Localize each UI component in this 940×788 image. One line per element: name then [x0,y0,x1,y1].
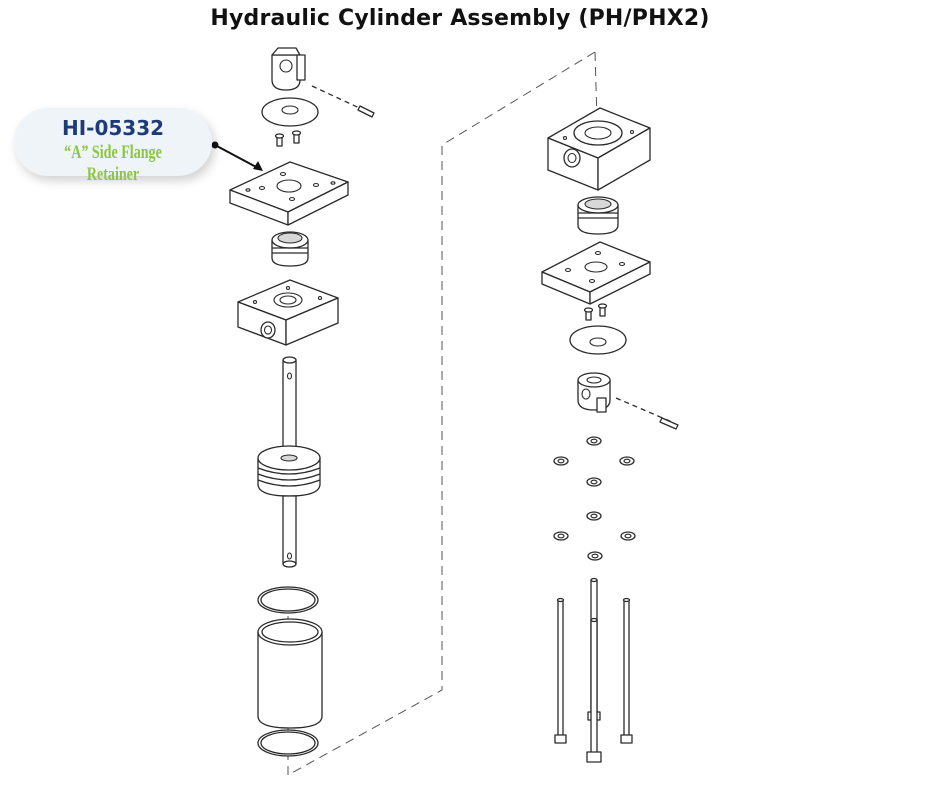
washer-1 [586,511,602,521]
part-callout-box: HI-05332 “A” Side Flange Retainer [14,108,212,185]
nut-3 [619,456,635,466]
callout-part-name: “A” Side Flange Retainer [64,142,162,185]
round-plate-left [261,97,319,127]
head-block-left [237,279,339,346]
piston-rod-upper-left [282,356,297,451]
washer-2 [553,531,569,541]
tie-rod-right [620,597,633,744]
callout-leader-arrow [211,141,263,171]
clevis-pin-left [311,85,375,118]
washer-4 [587,551,603,561]
clevis-pin-right [615,397,679,430]
clevis-top-left [271,47,306,91]
diagram-title: Hydraulic Cylinder Assembly (PH/PHX2) [210,6,710,31]
cylinder-barrel-left [257,618,323,729]
o-ring-upper-left [257,586,319,614]
tie-rod-center-front [586,617,602,763]
nut-1 [586,436,602,446]
callout-part-number: HI-05332 [61,116,165,140]
gland-seal-right [577,196,619,235]
piston-rod-lower-left [282,495,297,568]
round-plate-right [569,325,627,355]
flange-retainer-plate-left [229,161,349,226]
washer-3 [620,531,636,541]
clevis-bottom-right [577,372,611,413]
piston-left [257,445,321,497]
nut-4 [586,477,602,487]
cap-block-right [547,107,651,191]
tie-rod-left [554,597,567,744]
flange-plate-right [541,241,651,305]
assembly-dashed-path [287,51,596,776]
screws-right [583,303,608,321]
o-ring-lower-left [257,729,319,757]
screws-left [274,130,302,147]
gland-seal-left [271,231,309,267]
nut-2 [553,456,569,466]
assembly-dashed-path-right [594,51,598,121]
